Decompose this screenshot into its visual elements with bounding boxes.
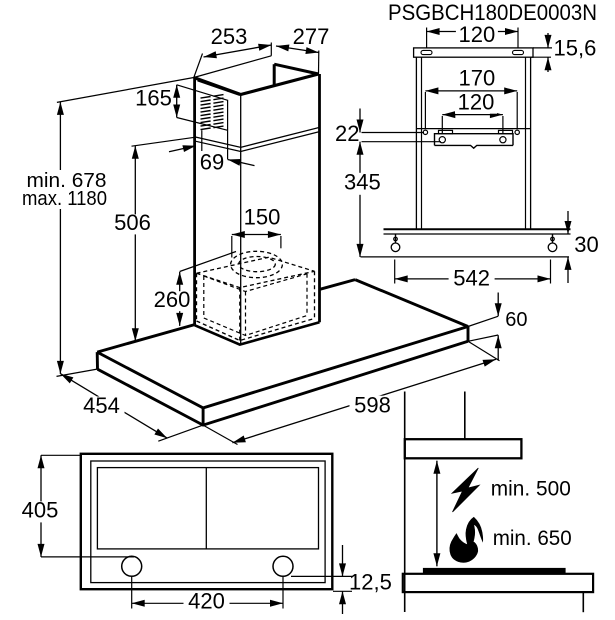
svg-text:253: 253 (211, 24, 248, 49)
svg-text:405: 405 (22, 498, 59, 523)
svg-text:260: 260 (154, 287, 191, 312)
svg-text:454: 454 (83, 393, 120, 418)
svg-text:150: 150 (244, 205, 281, 230)
svg-text:506: 506 (114, 210, 151, 235)
svg-text:170: 170 (459, 66, 496, 91)
svg-text:30: 30 (574, 232, 598, 257)
svg-text:277: 277 (293, 24, 330, 49)
svg-text:542: 542 (453, 265, 490, 290)
svg-text:120: 120 (459, 22, 496, 47)
svg-text:60: 60 (505, 309, 527, 331)
svg-text:22: 22 (335, 121, 359, 146)
svg-text:120: 120 (458, 89, 495, 114)
svg-text:345: 345 (344, 170, 381, 195)
svg-text:max. 1180: max. 1180 (22, 188, 107, 210)
svg-text:min. 650: min. 650 (493, 527, 572, 550)
svg-text:15,6: 15,6 (554, 36, 597, 61)
svg-text:598: 598 (354, 392, 391, 417)
svg-text:165: 165 (135, 86, 172, 111)
svg-text:PSGBCH180DE0003N: PSGBCH180DE0003N (388, 0, 597, 25)
svg-text:min. 500: min. 500 (491, 477, 571, 500)
svg-text:12,5: 12,5 (349, 569, 392, 594)
svg-text:69: 69 (200, 150, 224, 175)
svg-text:420: 420 (188, 589, 225, 614)
